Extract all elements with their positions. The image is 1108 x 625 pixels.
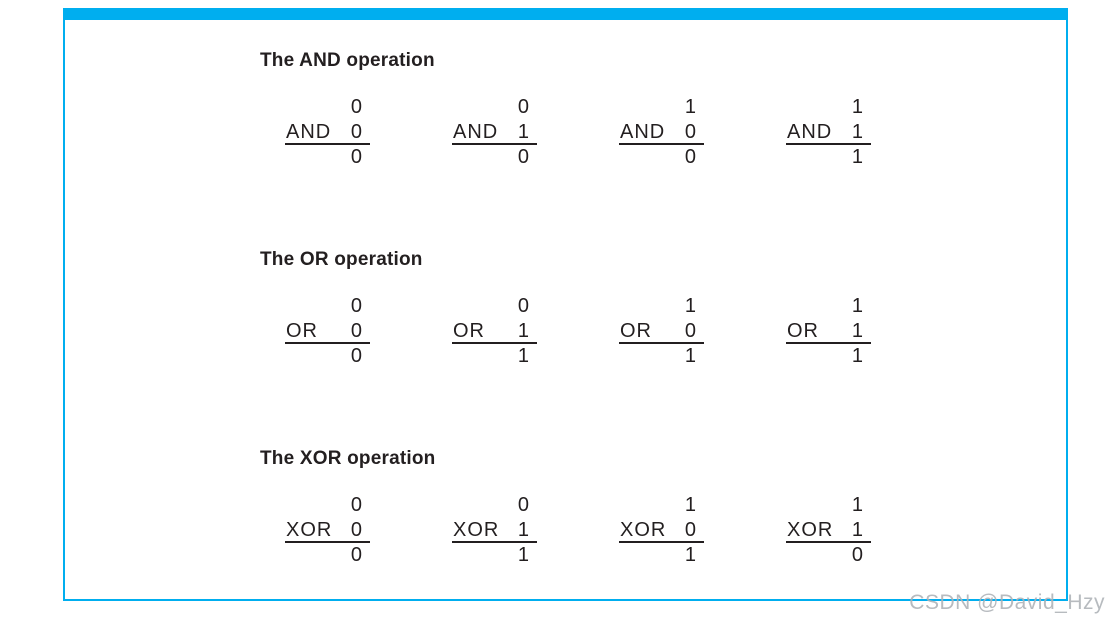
operand-top: 1 [684, 96, 696, 118]
operand-bottom: 1 [517, 320, 529, 342]
result-value: 1 [684, 345, 696, 367]
examples-row: 0 XOR 0 0 0 XOR 1 1 1 XOR 0 1 1 XOR 1 0 [285, 493, 871, 568]
figure-top-bar [63, 8, 1068, 18]
result-value: 1 [851, 146, 863, 168]
operand-top: 0 [350, 494, 362, 516]
operand-bottom: 0 [684, 320, 696, 342]
operator-label: AND [620, 121, 666, 143]
operand-top: 0 [350, 96, 362, 118]
operand-bottom: 1 [851, 121, 863, 143]
result-value: 0 [350, 544, 362, 566]
operation-example: 1 XOR 1 0 [786, 493, 871, 568]
operand-top: 0 [517, 494, 529, 516]
operand-top: 0 [517, 96, 529, 118]
operator-label: XOR [453, 519, 500, 541]
result-value: 0 [684, 146, 696, 168]
operator-label: AND [787, 121, 833, 143]
operation-example: 1 XOR 0 1 [619, 493, 704, 568]
operand-top: 0 [350, 295, 362, 317]
result-value: 1 [517, 345, 529, 367]
operation-example: 1 OR 1 1 [786, 294, 871, 369]
operand-bottom: 0 [350, 121, 362, 143]
operand-bottom: 1 [851, 519, 863, 541]
operand-bottom: 0 [350, 519, 362, 541]
operation-example: 0 AND 1 0 [452, 95, 537, 170]
operation-example: 1 OR 0 1 [619, 294, 704, 369]
operand-top: 1 [851, 295, 863, 317]
operand-top: 1 [851, 96, 863, 118]
examples-row: 0 AND 0 0 0 AND 1 0 1 AND 0 0 1 AND 1 1 [285, 95, 871, 170]
operand-bottom: 0 [684, 519, 696, 541]
operand-bottom: 1 [517, 121, 529, 143]
operator-label: XOR [286, 519, 333, 541]
result-value: 0 [517, 146, 529, 168]
operator-label: OR [453, 320, 485, 342]
operand-top: 0 [517, 295, 529, 317]
result-value: 1 [684, 544, 696, 566]
operand-bottom: 0 [684, 121, 696, 143]
operator-label: OR [620, 320, 652, 342]
result-value: 0 [350, 146, 362, 168]
operation-example: 0 AND 0 0 [285, 95, 370, 170]
operand-bottom: 1 [517, 519, 529, 541]
operand-bottom: 0 [350, 320, 362, 342]
operand-top: 1 [684, 494, 696, 516]
section-title: The XOR operation [260, 448, 436, 469]
result-value: 0 [350, 345, 362, 367]
operator-label: XOR [787, 519, 834, 541]
watermark: CSDN @David_Hzy [909, 591, 1105, 614]
operation-example: 1 AND 1 1 [786, 95, 871, 170]
result-value: 1 [517, 544, 529, 566]
operation-example: 0 OR 0 0 [285, 294, 370, 369]
result-value: 0 [851, 544, 863, 566]
operator-label: OR [787, 320, 819, 342]
section-title: The OR operation [260, 249, 423, 270]
operand-bottom: 1 [851, 320, 863, 342]
operand-top: 1 [684, 295, 696, 317]
operation-example: 1 AND 0 0 [619, 95, 704, 170]
operator-label: XOR [620, 519, 667, 541]
section-title: The AND operation [260, 50, 435, 71]
result-value: 1 [851, 345, 863, 367]
operation-example: 0 OR 1 1 [452, 294, 537, 369]
operation-example: 0 XOR 0 0 [285, 493, 370, 568]
operator-label: AND [453, 121, 499, 143]
operator-label: AND [286, 121, 332, 143]
figure-box: The AND operation 0 AND 0 0 0 AND 1 0 1 AN… [63, 18, 1068, 601]
operation-example: 0 XOR 1 1 [452, 493, 537, 568]
examples-row: 0 OR 0 0 0 OR 1 1 1 OR 0 1 1 OR 1 1 [285, 294, 871, 369]
operator-label: OR [286, 320, 318, 342]
operand-top: 1 [851, 494, 863, 516]
